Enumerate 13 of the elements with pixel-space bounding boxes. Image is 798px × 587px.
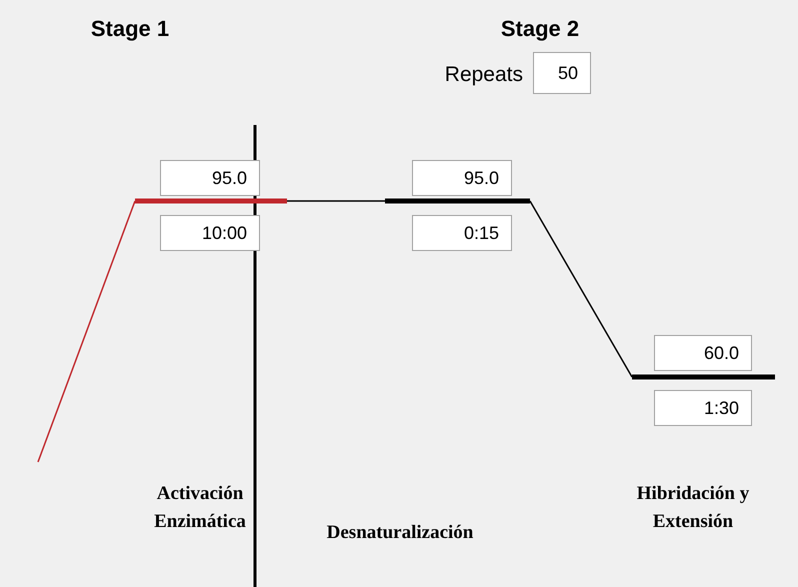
value-field: 10:00 bbox=[160, 215, 260, 251]
value-field: 95.0 bbox=[412, 160, 512, 196]
value-field: 0:15 bbox=[412, 215, 512, 251]
value-field: 95.0 bbox=[160, 160, 260, 196]
value-field: 50 bbox=[533, 52, 591, 94]
step-name: Hibridación y Extensión bbox=[636, 482, 750, 534]
step-name: Activación Enzimática bbox=[153, 482, 247, 534]
step-name: Desnaturalización bbox=[326, 521, 474, 545]
field-label: Repeats bbox=[444, 62, 523, 88]
stage-title: Stage 1 bbox=[90, 15, 170, 43]
value-field: 1:30 bbox=[654, 390, 752, 426]
value-field: 60.0 bbox=[654, 335, 752, 371]
stage-title: Stage 2 bbox=[500, 15, 580, 43]
